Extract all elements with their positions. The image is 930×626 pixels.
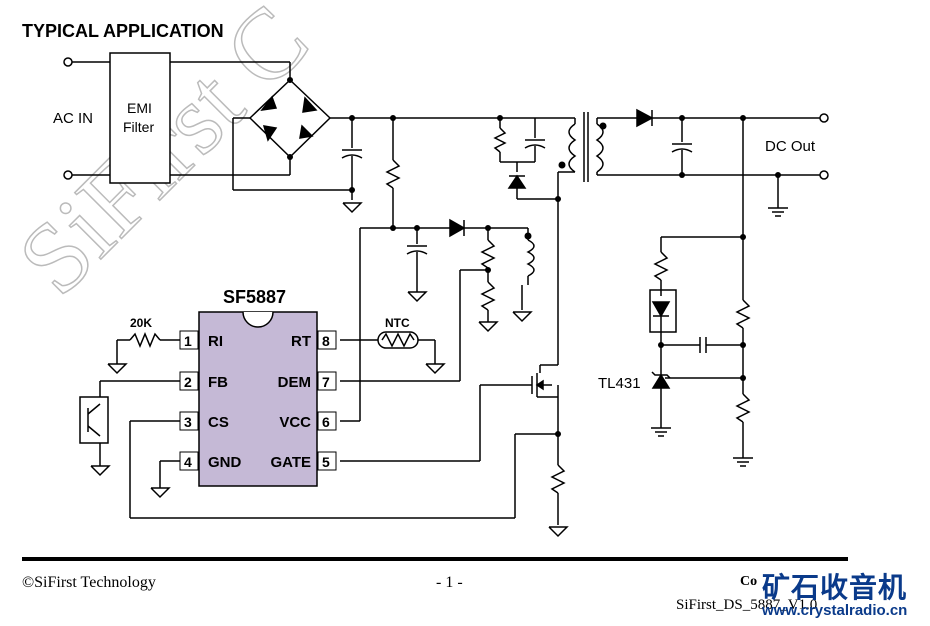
site-watermark-url: www.crystalradio.cn [762, 602, 908, 619]
junction-dots [287, 77, 781, 437]
emi-filter-box [109, 52, 171, 184]
pin-name-vcc: VCC [279, 414, 311, 431]
footer-doc-id: SiFirst_DS_5887_V1.0 [676, 597, 818, 613]
ac-terminal-top [63, 57, 73, 67]
pin-name-gate: GATE [270, 454, 311, 471]
pin-name-gnd: GND [208, 454, 242, 471]
pin-num-2: 2 [184, 374, 192, 390]
pin-num-7: 7 [322, 374, 330, 390]
pin-num-5: 5 [322, 454, 330, 470]
label-emi-1: EMI [127, 100, 152, 116]
ic-body [198, 311, 318, 487]
pin-num-1: 1 [184, 333, 192, 349]
label-emi-2: Filter [123, 119, 154, 135]
footer-confidential: Co [740, 574, 758, 589]
label-ac-in: AC IN [53, 110, 93, 127]
label-20k: 20K [130, 316, 152, 330]
site-watermark-brand: 矿石收音机 [762, 572, 908, 603]
ic-package [179, 311, 337, 487]
optocoupler-led-box [649, 289, 677, 333]
pin-name-cs: CS [208, 414, 229, 431]
pin-name-dem: DEM [278, 374, 311, 391]
pin-num-8: 8 [322, 333, 330, 349]
dc-terminal-bottom [819, 170, 829, 180]
optotransistor-box [79, 396, 109, 444]
pin-num-6: 6 [322, 414, 330, 430]
bridge-rectifier [249, 79, 331, 158]
pin-num-4: 4 [184, 454, 192, 470]
ac-terminal-bottom [63, 170, 73, 180]
pin-name-rt: RT [291, 333, 311, 350]
label-ntc: NTC [385, 316, 410, 330]
pin-name-ri: RI [208, 333, 223, 350]
pin-name-fb: FB [208, 374, 228, 391]
ic-part-number: SF5887 [223, 287, 286, 307]
dc-terminal-top [819, 113, 829, 123]
label-tl431: TL431 [598, 375, 641, 392]
pin-num-3: 3 [184, 414, 192, 430]
label-dc-out: DC Out [765, 138, 816, 155]
page-heading: TYPICAL APPLICATION [22, 21, 224, 41]
footer-copyright: ©SiFirst Technology [22, 574, 156, 591]
footer-page-number: - 1 - [436, 574, 463, 591]
